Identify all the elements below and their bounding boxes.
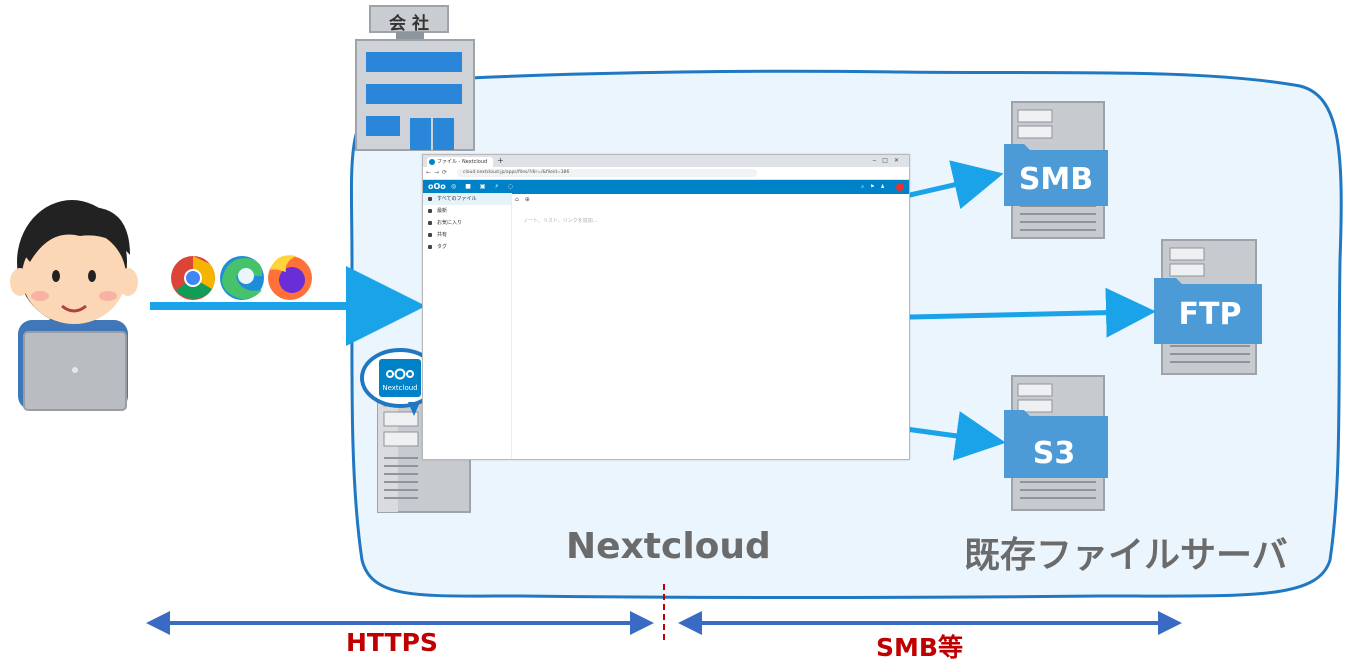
sidebar-item-recent[interactable]: 最新 [423,205,511,217]
sidebar-item-all-files[interactable]: すべてのファイル [423,193,511,205]
avatar[interactable] [896,183,904,191]
star-icon [428,221,432,225]
share-icon [428,233,432,237]
sidebar-item-label: お気に入り [437,220,463,226]
browser-nav-icons[interactable]: ←→⟳ [426,169,451,176]
browser-window: ファイル - Nextcloud + ‒□✕ ←→⟳ cloud.nextclo… [422,154,910,460]
browser-tab-title: ファイル - Nextcloud [437,159,488,165]
sidebar-item-shares[interactable]: 共有 [423,229,511,241]
nextcloud-app-icons[interactable]: ◎■▣⚡◌ [451,183,523,190]
rich-workspace-placeholder[interactable]: ノート、リスト、リンクを追加… [523,218,598,224]
chrome-icon [171,256,215,300]
browser-tab-bar: ファイル - Nextcloud + ‒□✕ [423,155,909,167]
file-servers-label: 既存ファイルサーバ [964,535,1288,576]
window-controls[interactable]: ‒□✕ [872,157,905,164]
firefox-icon [268,255,312,300]
browser-address-bar: ←→⟳ cloud.nextcloud.jp/apps/files/?dir=/… [423,167,909,180]
folder-icon [428,197,432,201]
edge-icon [220,256,264,300]
browser-tab[interactable]: ファイル - Nextcloud [427,157,493,167]
nextcloud-header: oOo ◎■▣⚡◌ ⌕⚑♟ [423,180,909,194]
files-sidebar: すべてのファイル 最新 お気に入り 共有 タグ [423,193,512,459]
ftp-server-label: FTP [1179,297,1242,332]
company-building-illustration [355,5,475,151]
s3-server-illustration: S3 [1004,375,1108,511]
smb-label: SMB等 [876,633,963,662]
breadcrumb[interactable]: ⌂⊕ [515,196,536,203]
nextcloud-header-actions[interactable]: ⌕⚑♟ [861,184,891,190]
sidebar-item-tags[interactable]: タグ [423,241,511,253]
url-field[interactable]: cloud.nextcloud.jp/apps/files/?dir=/&fil… [457,169,757,177]
smb-server-illustration: SMB [1004,101,1108,239]
company-sign: 会 社 [389,14,429,34]
tag-icon [428,245,432,249]
sidebar-item-label: 共有 [437,232,448,238]
nextcloud-label: Nextcloud [566,526,771,567]
new-tab-icon[interactable]: + [497,156,504,165]
sidebar-item-label: すべてのファイル [437,196,477,202]
https-label: HTTPS [346,628,438,657]
sidebar-item-label: 最新 [437,208,448,214]
sidebar-item-favorites[interactable]: お気に入り [423,217,511,229]
nextcloud-badge: Nextcloud [360,348,440,416]
user-illustration [10,200,138,411]
smb-server-label: SMB [1019,162,1093,197]
clock-icon [428,209,432,213]
ftp-server-illustration: FTP [1154,239,1262,375]
nextcloud-favicon-icon [429,159,435,165]
sidebar-item-label: タグ [437,244,448,250]
nextcloud-logo-icon[interactable]: oOo [428,182,446,191]
nextcloud-badge-text: Nextcloud [382,384,417,392]
s3-server-label: S3 [1033,436,1075,471]
